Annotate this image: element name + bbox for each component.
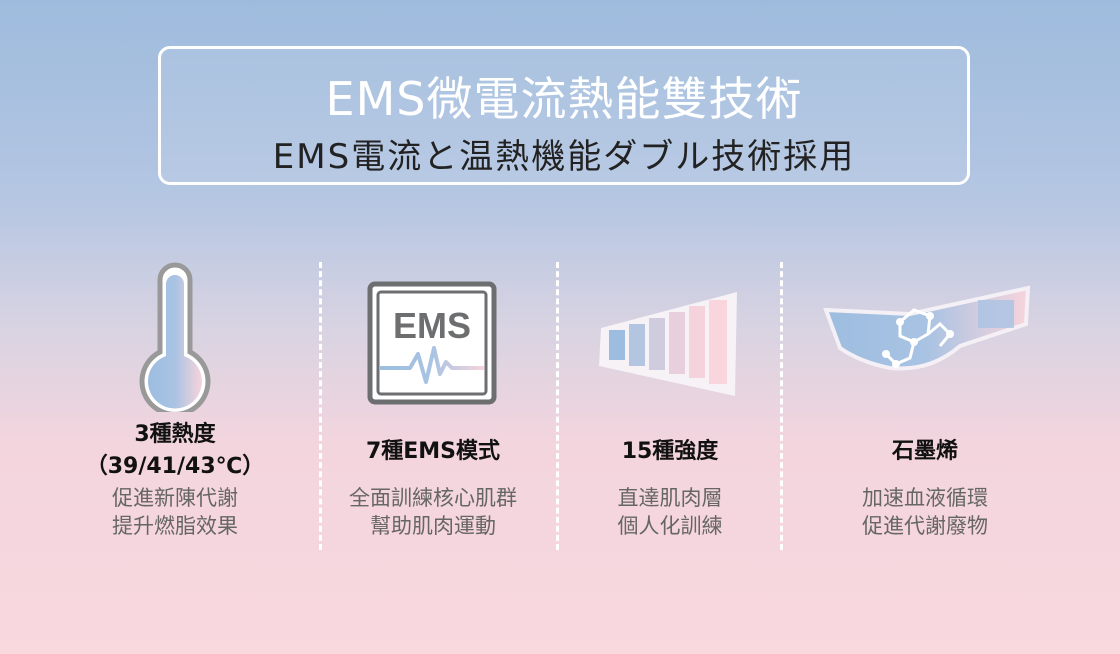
- title-box: EMS微電流熱能雙技術 EMS電流と温熱機能ダブル技術採用: [158, 46, 970, 185]
- feature-heading-temps: （39/41/43℃）: [85, 454, 265, 479]
- feature-desc: 提升燃脂效果: [112, 514, 238, 538]
- divider: [319, 262, 322, 550]
- feature-desc: 幫助肌肉運動: [370, 514, 496, 538]
- thermometer-icon: [139, 262, 211, 412]
- feature-desc: 促進代謝廢物: [862, 514, 988, 538]
- feature-desc: 直達肌肉層: [617, 486, 723, 510]
- divider: [556, 262, 559, 550]
- intensity-bars-icon: [599, 292, 737, 396]
- graphene-pad-icon: [823, 285, 1031, 371]
- feature-heading: 石墨烯: [891, 439, 958, 464]
- divider: [780, 262, 783, 550]
- ems-icon-text: EMS: [393, 305, 471, 346]
- feature-heading: 3種熱度: [134, 422, 216, 447]
- feature-heading: 15種強度: [621, 439, 719, 464]
- main-title: EMS微電流熱能雙技術: [325, 72, 803, 126]
- feature-heading: 7種EMS模式: [365, 439, 501, 464]
- feature-desc: 個人化訓練: [617, 514, 723, 538]
- subtitle: EMS電流と温熱機能ダブル技術採用: [272, 137, 856, 177]
- ems-icon: EMS: [367, 281, 497, 405]
- feature-desc: 加速血液循環: [862, 486, 988, 510]
- feature-desc: 全面訓練核心肌群: [349, 486, 517, 510]
- feature-desc: 促進新陳代謝: [112, 486, 238, 510]
